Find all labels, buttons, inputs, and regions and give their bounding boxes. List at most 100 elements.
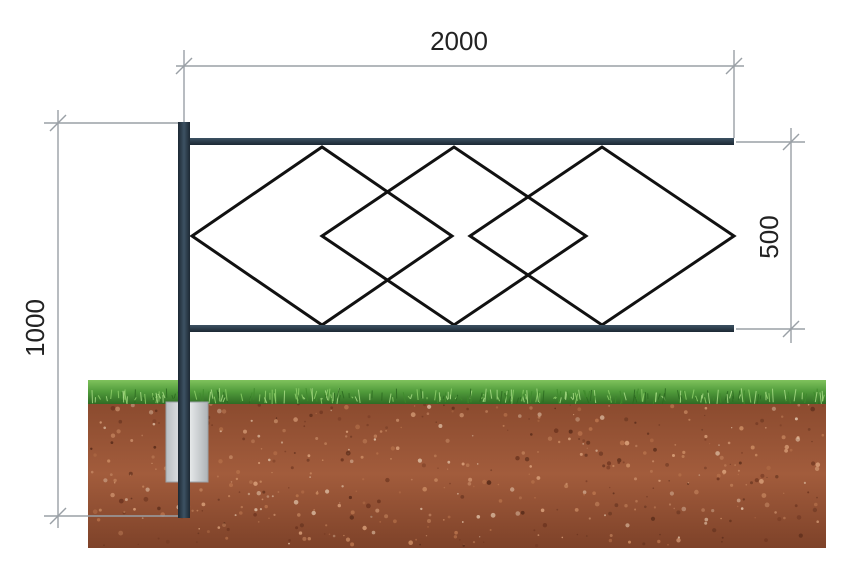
soil-speck [709,443,711,445]
soil-speck [151,462,153,464]
soil-speck [766,465,771,471]
soil-speck [284,450,287,453]
soil-speck [340,458,344,462]
soil-speck [262,490,266,494]
soil-speck [716,473,721,478]
soil-speck [400,426,402,429]
soil-speck [141,517,144,519]
soil-speck [196,509,199,512]
grass-blade [134,389,136,404]
soil-speck [485,410,488,413]
soil-speck [243,429,247,434]
soil-speck [704,517,709,522]
grass-blade [105,396,108,402]
grass-blade [202,389,204,404]
soil-speck [811,461,816,466]
soil-speck [794,417,798,421]
grass-blade [323,392,326,400]
soil-speck [657,539,661,544]
grass-blade [802,392,805,402]
soil-speck [783,516,786,520]
height-tick-bottom [49,507,67,525]
soil-speck [634,508,637,511]
soil-speck [98,508,102,512]
soil-speck [682,450,686,454]
soil-speck [704,414,706,417]
grass-blade [469,388,472,399]
soil-speck [602,464,606,468]
soil-speck [564,484,569,489]
soil-speck [624,417,629,422]
grass-blade [661,393,666,405]
soil-speck [556,508,559,511]
grass-blade [652,397,656,404]
soil-speck [711,509,715,513]
soil-speck [658,424,661,426]
grass-blade [536,388,539,403]
soil-speck [745,483,748,486]
soil-speck [665,463,669,467]
grass-blade [516,397,520,405]
soil-speck [462,544,465,547]
soil-speck [460,495,465,499]
grass-blade [152,395,156,399]
soil-speck [573,414,575,416]
soil-speck [316,490,319,493]
grass-blade [614,395,617,404]
soil-speck [217,526,221,529]
soil-speck [442,519,445,521]
soil-speck [437,467,439,469]
grass-blade [110,389,113,400]
soil-speck [542,523,548,528]
soil-speck [704,406,708,410]
soil-speck [479,536,481,538]
soil-speck [722,472,725,475]
grass-blade [813,391,816,399]
soil-speck [360,455,364,459]
soil-speck [420,507,423,511]
soil-speck [530,433,533,436]
grass-blade [388,393,392,403]
soil-speck [687,482,690,484]
soil-speck [113,478,117,483]
soil-speck [609,486,611,489]
soil-speck [537,451,539,453]
soil-speck [158,422,160,424]
soil-speck [473,485,475,488]
soil-speck [299,523,304,528]
soil-speck [688,418,691,421]
soil-speck [681,455,685,458]
soil-speck [807,428,811,431]
grass-blade [351,396,354,399]
soil-speck [483,541,485,543]
soil-speck [211,424,214,426]
soil-speck [115,406,120,412]
soil-speck [307,537,311,541]
soil-speck [578,438,581,440]
soil-speck [766,476,768,479]
soil-speck [240,505,243,509]
soil-speck [729,463,731,465]
soil-speck [579,452,583,456]
soil-speck [152,419,157,424]
soil-speck [103,426,106,430]
soil-speck [413,405,416,407]
soil-speck [398,491,401,494]
soil-speck [247,492,251,496]
soil-speck [266,495,270,498]
soil-speck [510,487,515,492]
soil-speck [130,497,133,500]
grass-blade [225,389,228,401]
soil-speck [196,541,198,543]
soil-speck [719,455,724,460]
grass-blade [680,395,683,400]
soil-speck [569,404,571,406]
soil [88,400,826,548]
grass-blade [754,390,757,404]
grass-blade [814,391,818,403]
grass-blade [218,388,221,402]
soil-speck [427,519,431,523]
width-dimension-label: 2000 [430,26,488,56]
soil-speck [704,466,707,470]
soil-speck [229,455,233,460]
